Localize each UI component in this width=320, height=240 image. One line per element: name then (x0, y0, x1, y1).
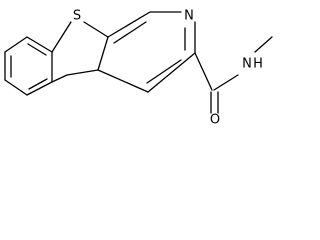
bond (97, 69, 149, 93)
methyl-bond (254, 36, 273, 53)
amide-nitrogen-label: N (242, 57, 252, 72)
sulfur-label: S (73, 9, 81, 24)
bond (51, 74, 68, 83)
pyridine-ring (97, 11, 196, 93)
double-bond-inner (146, 59, 182, 84)
ring-nitrogen-label: N (184, 9, 194, 24)
bond (4, 36, 28, 53)
bond (66, 69, 99, 76)
double-bond-inner (113, 21, 147, 44)
atom-label-ring-nitrogen: N (184, 9, 194, 24)
thiophene-ring (51, 21, 109, 83)
double-bond-inner (28, 78, 48, 90)
bond (26, 36, 53, 53)
carbonyl-oxygen-label: O (210, 113, 220, 128)
amide-hydrogen-label: H (253, 57, 263, 72)
bond (83, 21, 109, 38)
bond (213, 74, 239, 91)
carboxamide-group (194, 36, 273, 114)
bond (26, 81, 53, 96)
bond (51, 21, 72, 53)
atom-label-carbonyl-oxygen: O (210, 113, 220, 128)
structure-drawing: S N N H O (4, 9, 273, 128)
bond (107, 11, 151, 38)
bond (97, 36, 109, 71)
molecule-diagram: S N N H O (0, 0, 277, 132)
atom-label-sulfur: S (73, 9, 81, 24)
bond (147, 52, 196, 93)
bond (194, 52, 213, 91)
double-bond-inner (27, 43, 47, 56)
bond (4, 79, 28, 96)
atom-label-amide-nitrogen: N H (242, 57, 263, 72)
benzene-ring (4, 36, 53, 96)
